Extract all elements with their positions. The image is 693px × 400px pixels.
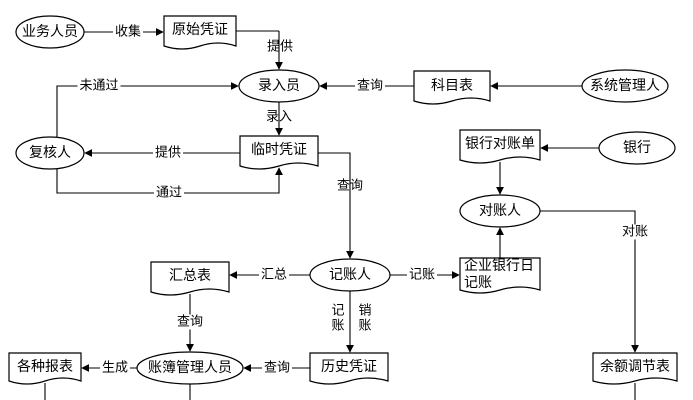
node-bank-statement: 银行对账单 bbox=[465, 136, 535, 152]
edge-label-not-passed: 未通过 bbox=[77, 78, 121, 94]
node-summary-table: 汇总表 bbox=[169, 268, 211, 284]
reviewer-ellipse bbox=[15, 136, 85, 170]
history-voucher-doc bbox=[309, 352, 389, 385]
node-original-voucher: 原始凭证 bbox=[172, 22, 228, 38]
bank-journal-doc bbox=[459, 257, 541, 294]
node-bank-journal: 企业银行日记账 bbox=[464, 258, 534, 291]
edge-label-entry: 录入 bbox=[265, 109, 293, 125]
edge-label-query-2: 查询 bbox=[336, 178, 364, 194]
node-bookkeeper: 记账人 bbox=[329, 267, 371, 283]
node-entry-clerk: 录入员 bbox=[258, 78, 300, 94]
edge-label-provide-2: 提供 bbox=[152, 145, 184, 161]
node-sys-admin: 系统管理人 bbox=[590, 78, 660, 94]
edge-label-query-4: 查询 bbox=[261, 360, 293, 376]
node-history-voucher: 历史凭证 bbox=[321, 359, 377, 375]
node-ledger-admin: 账簿管理人员 bbox=[148, 360, 232, 376]
temp-voucher-doc bbox=[239, 135, 319, 170]
node-business-staff: 业务人员 bbox=[22, 24, 78, 40]
original-voucher-doc bbox=[163, 15, 237, 50]
edge-query-2 bbox=[318, 152, 354, 259]
edge-label-generate: 生成 bbox=[99, 360, 131, 376]
edge-label-post-1: 记账 bbox=[406, 267, 438, 283]
reports-doc bbox=[8, 352, 82, 385]
edge-label-provide-1: 提供 bbox=[266, 39, 294, 55]
edge-label-passed: 通过 bbox=[153, 185, 185, 201]
node-reviewer: 复核人 bbox=[29, 145, 71, 161]
account-table-doc bbox=[413, 70, 491, 105]
node-bank: 银行 bbox=[623, 140, 651, 156]
node-temp-voucher: 临时凭证 bbox=[251, 142, 307, 158]
edge-label-reconcile: 对账 bbox=[619, 224, 651, 240]
edge-label-post-2: 记账 bbox=[328, 303, 344, 333]
node-reports: 各种报表 bbox=[17, 359, 73, 375]
node-account-table: 科目表 bbox=[431, 78, 473, 94]
edge-label-cancel: 销账 bbox=[355, 303, 371, 333]
edge-label-query-3: 查询 bbox=[174, 314, 206, 330]
balance-table-doc bbox=[592, 352, 678, 385]
node-balance-table: 余额调节表 bbox=[600, 359, 670, 375]
edge-label-collect: 收集 bbox=[112, 24, 144, 40]
edge-label-summarize: 汇总 bbox=[258, 267, 290, 283]
summary-table-doc bbox=[150, 261, 230, 296]
bank-statement-doc bbox=[459, 129, 541, 164]
edge-reconcile bbox=[540, 210, 639, 353]
node-reconciler: 对账人 bbox=[479, 203, 521, 219]
edge-not-passed bbox=[56, 82, 239, 137]
edge-label-query-1: 查询 bbox=[354, 78, 386, 94]
